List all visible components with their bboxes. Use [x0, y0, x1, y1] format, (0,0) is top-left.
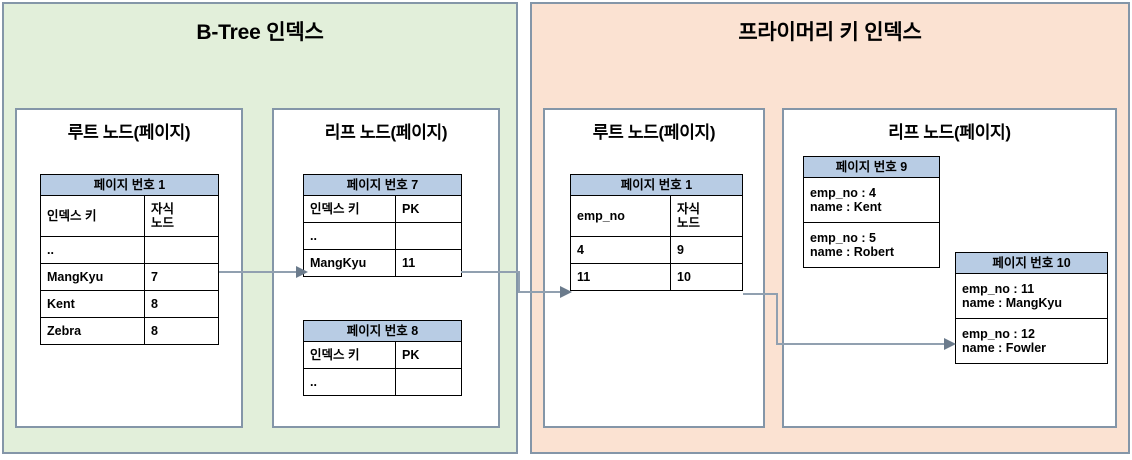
table-page-1-pk: 페이지 번호 1 emp_no 자식 노드 4 9 11 10: [570, 173, 743, 292]
cell-child: [144, 236, 219, 265]
table-row: Zebra 8: [40, 317, 219, 346]
table-row: MangKyu 7: [40, 263, 219, 292]
nodebox-title-btree-root: 루트 노드(페이지): [67, 123, 191, 142]
table-page-1: 페이지 번호 1 인덱스 키 자식 노드 .. MangKyu 7 Kent 8…: [40, 173, 219, 346]
table-header-page-1-pk: 페이지 번호 1: [570, 173, 743, 197]
cell-child: 9: [670, 236, 743, 265]
table-row: emp_no : 5 name : Robert: [803, 222, 940, 269]
cell-key: ..: [303, 368, 396, 397]
table-row: 4 9: [570, 236, 743, 265]
panel-title-btree: B-Tree 인덱스: [196, 21, 324, 44]
nodebox-title-pk-root: 루트 노드(페이지): [592, 123, 716, 142]
panel-title-primary-key: 프라이머리 키 인덱스: [738, 21, 922, 44]
table-header-page-10: 페이지 번호 10: [955, 251, 1108, 275]
cell-pk: [395, 222, 462, 251]
cell-child: 10: [670, 263, 743, 292]
col-header-index-key: 인덱스 키: [303, 341, 396, 370]
table-row: emp_no : 4 name : Kent: [803, 177, 940, 224]
cell-pk: [395, 368, 462, 397]
table-row: ..: [40, 236, 219, 265]
cell-child: 8: [144, 317, 219, 346]
table-header-page-8: 페이지 번호 8: [303, 319, 462, 343]
cell-emp-no: 11: [570, 263, 671, 292]
col-header-pk: PK: [395, 195, 462, 224]
cell-key: ..: [303, 222, 396, 251]
table-row: Kent 8: [40, 290, 219, 319]
record-cell: emp_no : 4 name : Kent: [803, 177, 940, 224]
cell-key: MangKyu: [303, 249, 396, 278]
table-row: emp_no 자식 노드: [570, 195, 743, 238]
table-row: ..: [303, 368, 462, 397]
col-header-index-key: 인덱스 키: [303, 195, 396, 224]
cell-child: 8: [144, 290, 219, 319]
table-row: MangKyu 11: [303, 249, 462, 278]
cell-pk: 11: [395, 249, 462, 278]
cell-child: 7: [144, 263, 219, 292]
cell-key: Kent: [40, 290, 145, 319]
record-cell: emp_no : 5 name : Robert: [803, 222, 940, 269]
table-page-7: 페이지 번호 7 인덱스 키 PK .. MangKyu 11: [303, 173, 462, 278]
table-header-page-9: 페이지 번호 9: [803, 155, 940, 179]
col-header-child-node: 자식 노드: [670, 195, 743, 238]
record-cell: emp_no : 11 name : MangKyu: [955, 273, 1108, 320]
table-page-9: 페이지 번호 9 emp_no : 4 name : Kent emp_no :…: [803, 155, 940, 269]
table-row: 인덱스 키 자식 노드: [40, 195, 219, 238]
col-header-index-key: 인덱스 키: [40, 195, 145, 238]
table-header-page-1: 페이지 번호 1: [40, 173, 219, 197]
table-row: 인덱스 키 PK: [303, 195, 462, 224]
cell-emp-no: 4: [570, 236, 671, 265]
table-page-10: 페이지 번호 10 emp_no : 11 name : MangKyu emp…: [955, 251, 1108, 365]
cell-key: ..: [40, 236, 145, 265]
col-header-emp-no: emp_no: [570, 195, 671, 238]
nodebox-title-btree-leaf: 리프 노드(페이지): [324, 123, 448, 142]
nodebox-title-pk-leaf: 리프 노드(페이지): [888, 123, 1011, 142]
col-header-child-node: 자식 노드: [144, 195, 219, 238]
table-row: emp_no : 12 name : Fowler: [955, 318, 1108, 365]
cell-key: MangKyu: [40, 263, 145, 292]
table-row: ..: [303, 222, 462, 251]
col-header-pk: PK: [395, 341, 462, 370]
record-cell: emp_no : 12 name : Fowler: [955, 318, 1108, 365]
table-row: emp_no : 11 name : MangKyu: [955, 273, 1108, 320]
table-page-8: 페이지 번호 8 인덱스 키 PK ..: [303, 319, 462, 397]
table-header-page-7: 페이지 번호 7: [303, 173, 462, 197]
cell-key: Zebra: [40, 317, 145, 346]
table-row: 11 10: [570, 263, 743, 292]
table-row: 인덱스 키 PK: [303, 341, 462, 370]
